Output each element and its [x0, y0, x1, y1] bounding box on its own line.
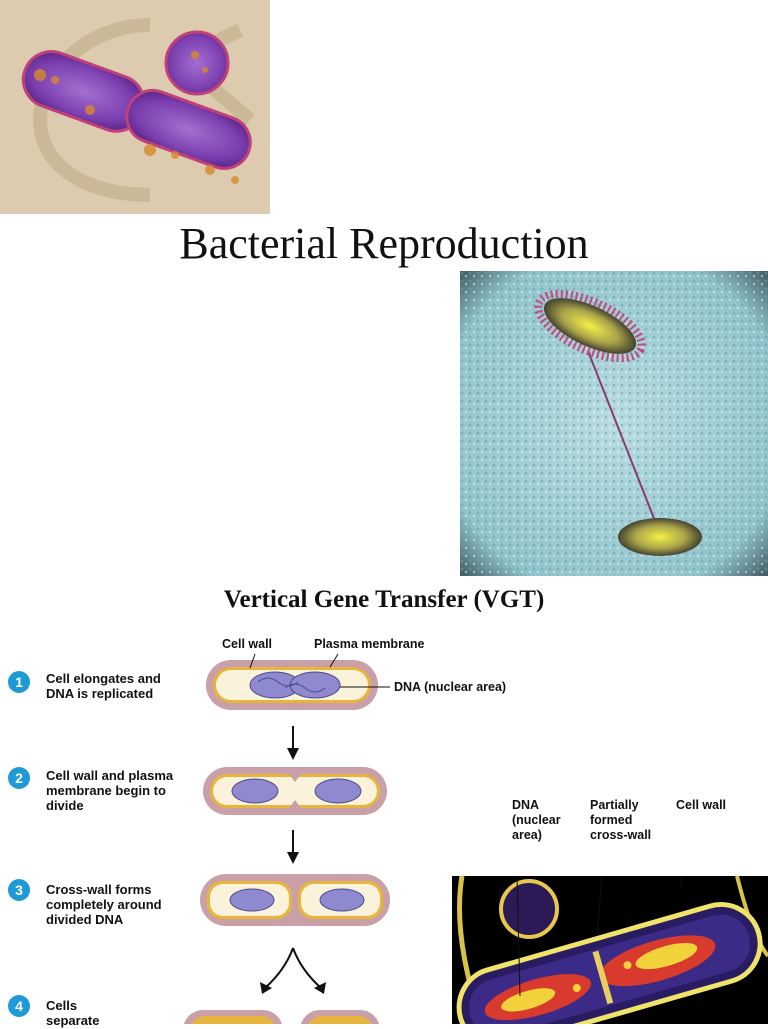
- step-1-text: Cell elongates and DNA is replicated: [46, 671, 161, 701]
- step-3-badge: 3: [8, 879, 30, 901]
- plasma-membrane-label: Plasma membrane: [314, 637, 425, 651]
- cell-stage-3: [200, 874, 390, 926]
- cell-stage-1: [206, 660, 378, 710]
- binary-fission-diagram: [183, 653, 390, 1024]
- cell-stage-4: [183, 1010, 380, 1024]
- cell-stage-2: [203, 767, 387, 815]
- micrograph-cell-wall-label: Cell wall: [676, 798, 727, 812]
- micrograph-cross-wall-label: Partially formed cross-wall: [590, 798, 652, 842]
- dividing-cell-micrograph: [452, 875, 768, 1029]
- dna-label: DNA (nuclear area): [394, 680, 507, 694]
- step-1-badge: 1: [8, 671, 30, 693]
- page-title: Bacterial Reproduction: [179, 219, 589, 268]
- cell-wall-label: Cell wall: [222, 637, 273, 651]
- step-3-text: Cross-wall forms completely around divid…: [46, 882, 162, 927]
- step-2-text: Cell wall and plasma membrane begin to d…: [46, 768, 174, 813]
- conjugation-image: [460, 271, 768, 576]
- step-4-badge: 4: [8, 995, 30, 1017]
- section-subtitle: Vertical Gene Transfer (VGT): [223, 586, 545, 613]
- micrograph-dna-label: DNA (nuclear area): [512, 798, 561, 842]
- dividing-bacterium-image: [0, 0, 270, 214]
- step-2-badge: 2: [8, 767, 30, 789]
